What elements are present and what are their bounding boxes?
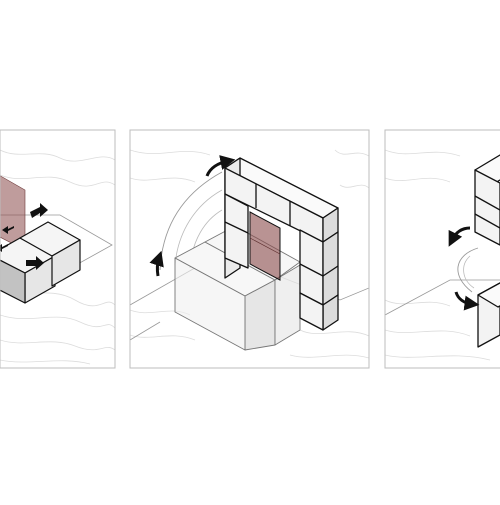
ground-outline [130, 321, 161, 341]
curved-arrow-icon [149, 250, 164, 277]
rotation-arc [463, 255, 475, 289]
panel-2-border [129, 129, 370, 369]
curved-arrow-icon [448, 226, 471, 247]
tower [474, 154, 500, 348]
curved-arrow-icon [205, 155, 236, 177]
curved-arrow-icon [454, 291, 480, 311]
straight-arrow-icon [26, 256, 44, 270]
block-row [0, 221, 81, 304]
ground-outline [385, 279, 500, 316]
straight-arrow-icon [0, 226, 14, 252]
panel-1 [0, 130, 115, 368]
u-frame [224, 157, 339, 331]
rotation-arc [174, 189, 223, 266]
plane-divider [249, 237, 281, 255]
panel-1-border [0, 129, 116, 369]
straight-arrow-icon [30, 203, 48, 218]
topo-lines [385, 149, 491, 361]
panel-3 [385, 130, 500, 368]
panel-3-border [384, 129, 500, 369]
rotation-arc [457, 247, 479, 293]
panel-2 [130, 130, 369, 368]
